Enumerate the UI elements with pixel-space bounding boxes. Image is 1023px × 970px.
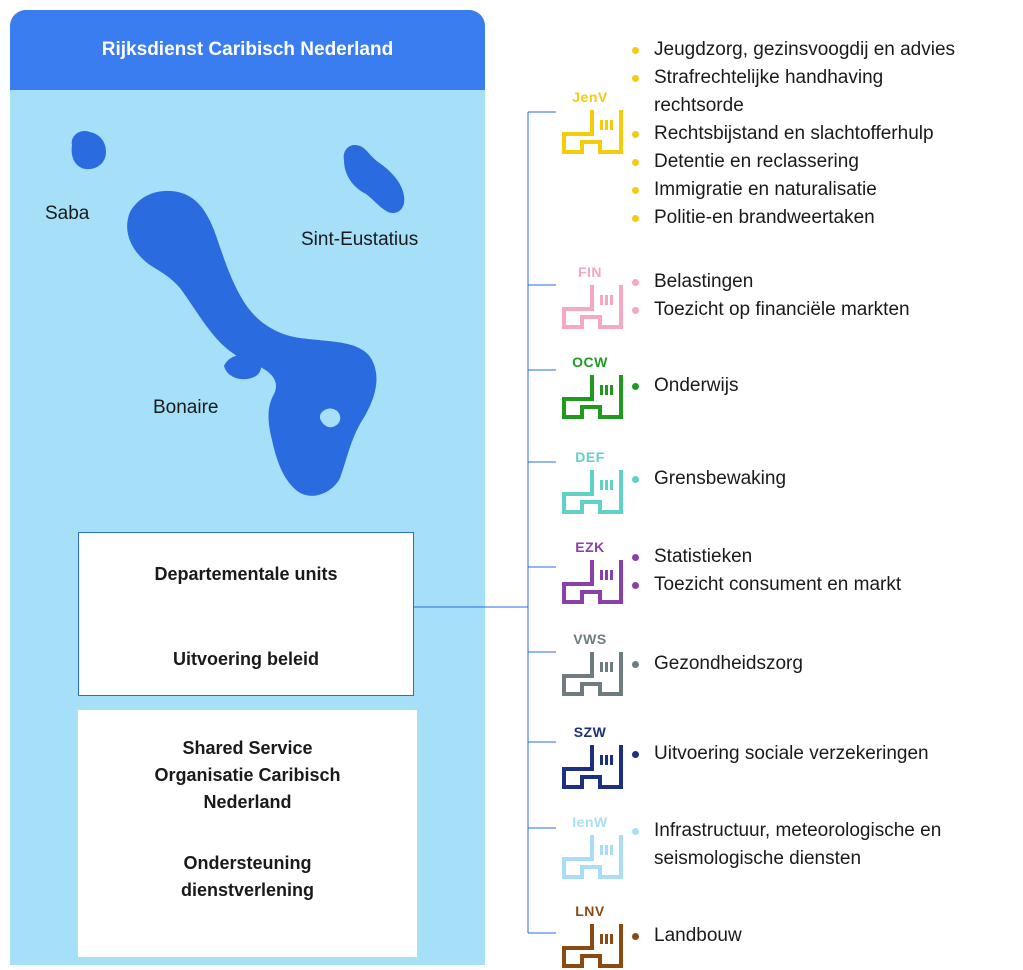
task-item: Statistieken bbox=[632, 543, 901, 571]
task-item: Uitvoering sociale verzekeringen bbox=[632, 740, 929, 768]
units-title: Departementale units bbox=[154, 564, 338, 584]
dept-lnv-tasks: Landbouw bbox=[632, 922, 742, 950]
dept-szw-icon: SZW bbox=[560, 724, 626, 791]
ssc-subtitle-line-2: dienstverlening bbox=[180, 880, 315, 900]
dept-lnv-icon: LNV bbox=[560, 903, 626, 970]
task-item: Jeugdzorg, gezinsvoogdij en advies bbox=[632, 36, 955, 64]
dept-jenv-icon: JenV bbox=[560, 89, 626, 156]
task-item: Infrastructuur, meteorologische en seism… bbox=[632, 817, 1023, 873]
dept-abbr: DEF bbox=[575, 449, 605, 465]
saba-island bbox=[71, 130, 106, 170]
task-item: Detentie en reclassering bbox=[632, 148, 955, 176]
task-item: Strafrechtelijke handhaving bbox=[632, 64, 955, 92]
task-item: Toezicht op financiële markten bbox=[632, 296, 910, 324]
dept-fin-tasks: Belastingen Toezicht op financiële markt… bbox=[632, 268, 910, 324]
task-item: Rechtsbijstand en slachtofferhulp bbox=[632, 120, 955, 148]
ssc-title-line-2: Organisatie Caribisch bbox=[154, 765, 341, 785]
dept-abbr: EZK bbox=[575, 539, 605, 555]
shared-service-box: Shared Service Organisatie Caribisch Ned… bbox=[78, 710, 417, 957]
label-saba: Saba bbox=[45, 203, 90, 224]
dept-abbr: LNV bbox=[575, 903, 605, 919]
task-item: Gezondheidszorg bbox=[632, 650, 803, 678]
ssc-subtitle-line-1: Ondersteuning bbox=[183, 853, 312, 873]
dept-abbr: SZW bbox=[573, 724, 607, 740]
dept-ienw-tasks: Infrastructuur, meteorologische en seism… bbox=[632, 817, 1023, 873]
ssc-title-line-1: Shared Service bbox=[182, 738, 313, 758]
dept-vws-tasks: Gezondheidszorg bbox=[632, 650, 803, 678]
dept-def-icon: DEF bbox=[560, 449, 626, 516]
task-item: Grensbewaking bbox=[632, 465, 786, 493]
task-item: Belastingen bbox=[632, 268, 910, 296]
units-subtitle: Uitvoering beleid bbox=[172, 649, 320, 669]
panel-title: Rijksdienst Caribisch Nederland bbox=[10, 10, 485, 90]
dept-jenv-tasks: Jeugdzorg, gezinsvoogdij en advies Straf… bbox=[632, 36, 955, 232]
bonaire-island bbox=[127, 190, 377, 496]
islands-map bbox=[71, 130, 405, 496]
dept-ezk-icon: EZK bbox=[560, 539, 626, 606]
building-icon bbox=[562, 835, 623, 879]
dept-abbr: JenV bbox=[572, 89, 608, 105]
dept-ocw-tasks: Onderwijs bbox=[632, 372, 738, 400]
building-icon bbox=[562, 470, 623, 514]
dept-vws-icon: VWS bbox=[560, 631, 626, 698]
klein-bonaire-island bbox=[224, 354, 262, 380]
label-statia: Sint-Eustatius bbox=[301, 229, 419, 250]
departmental-units-box: Departementale units Uitvoering beleid bbox=[78, 532, 414, 696]
task-item: Immigratie en naturalisatie bbox=[632, 176, 955, 204]
task-item: Landbouw bbox=[632, 922, 742, 950]
statia-island bbox=[343, 144, 405, 214]
dept-abbr: VWS bbox=[573, 631, 607, 647]
task-item: rechtsorde bbox=[654, 95, 744, 116]
task-item: Toezicht consument en markt bbox=[632, 571, 901, 599]
label-bonaire: Bonaire bbox=[153, 397, 219, 418]
building-icon bbox=[562, 375, 623, 419]
dept-szw-tasks: Uitvoering sociale verzekeringen bbox=[632, 740, 929, 768]
dept-ienw-icon: IenW bbox=[560, 814, 626, 881]
dept-ocw-icon: OCW bbox=[560, 354, 626, 421]
task-item: Politie-en brandweertaken bbox=[632, 204, 955, 232]
building-icon bbox=[562, 652, 623, 696]
dept-abbr: FIN bbox=[577, 264, 603, 280]
building-icon bbox=[562, 285, 623, 329]
building-icon bbox=[562, 110, 623, 154]
dept-def-tasks: Grensbewaking bbox=[632, 465, 786, 493]
building-icon bbox=[562, 745, 623, 789]
dept-abbr: IenW bbox=[572, 814, 608, 830]
task-item: Onderwijs bbox=[632, 372, 738, 400]
ssc-title-line-3: Nederland bbox=[203, 792, 292, 812]
dept-ezk-tasks: Statistieken Toezicht consument en markt bbox=[632, 543, 901, 599]
dept-fin-icon: FIN bbox=[560, 264, 626, 331]
dept-abbr: OCW bbox=[572, 354, 608, 370]
building-icon bbox=[562, 560, 623, 604]
